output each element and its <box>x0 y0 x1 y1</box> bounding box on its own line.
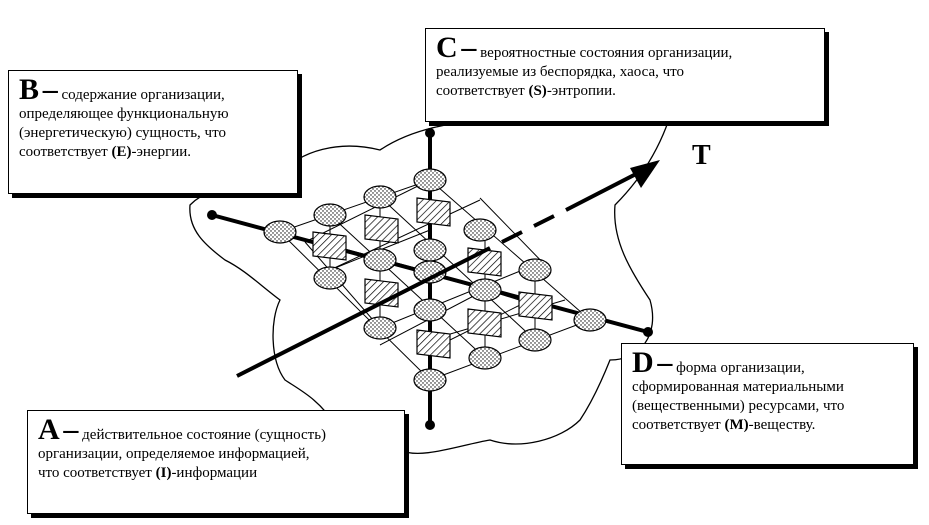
box-d-line2: сформированная материальными <box>632 379 844 395</box>
box-a-line1: действительное состояние (сущность) <box>82 427 327 443</box>
axis-endpoint-bottom <box>425 420 435 430</box>
box-b-line1: содержание организации, <box>61 87 225 103</box>
box-d-matter: D – форма организации, сформированная ма… <box>621 343 914 465</box>
box-d-dash: – <box>657 346 673 379</box>
box-a-dash: – <box>63 413 79 446</box>
box-d-letter: D <box>632 346 654 379</box>
time-axis-arrowhead <box>630 160 660 188</box>
box-d-line4-bold: (M) <box>724 417 749 433</box>
time-axis <box>236 170 641 378</box>
box-d-line4-pre: соответствует <box>632 417 725 433</box>
box-a-line3-bold: (I) <box>155 465 172 481</box>
box-b-line4-pre: соответствует <box>19 144 112 160</box>
axis-endpoint-left <box>207 210 217 220</box>
lattice-squares <box>312 197 553 359</box>
box-c-dash: – <box>461 31 477 64</box>
lattice-nodes <box>263 168 607 392</box>
box-a-line3-pre: что соответствует <box>38 465 156 481</box>
box-c-line3-bold: (S) <box>528 83 547 99</box>
box-a-information: A – действительное состояние (сущность) … <box>27 410 405 514</box>
box-c-line1: вероятностные состояния организации, <box>480 45 733 61</box>
box-a-line3-post: -информации <box>171 465 258 481</box>
box-d-line1: форма организации, <box>676 360 805 376</box>
box-c-letter: C <box>436 31 458 64</box>
box-a-letter: A <box>38 413 60 446</box>
box-c-line3-pre: соответствует <box>436 83 529 99</box>
box-b-line4-bold: (E) <box>111 144 132 160</box>
axis-endpoint-right <box>643 327 653 337</box>
box-b-dash: – <box>42 73 58 106</box>
box-b-line4-post: -энергии. <box>131 144 192 160</box>
box-b-energy: B – содержание организации, определяющее… <box>8 70 298 194</box>
box-c-line3-post: -энтропии. <box>546 83 616 99</box>
box-d-line3: (вещественными) ресурсами, что <box>632 398 845 414</box>
box-b-letter: B <box>19 73 40 106</box>
box-a-line2: организации, определяемое информацией, <box>38 446 310 462</box>
box-d-line4-post: -веществу. <box>748 417 816 433</box>
box-b-line2: определяющее функциональную <box>19 106 229 122</box>
box-c-entropy: C – вероятностные состояния организации,… <box>425 28 825 122</box>
box-b-line3: (энергетическую) сущность, что <box>19 125 226 141</box>
axis-endpoint-top <box>425 128 435 138</box>
time-axis-label: T <box>692 140 711 171</box>
box-c-line2: реализуемые из беспорядка, хаоса, что <box>436 64 685 80</box>
